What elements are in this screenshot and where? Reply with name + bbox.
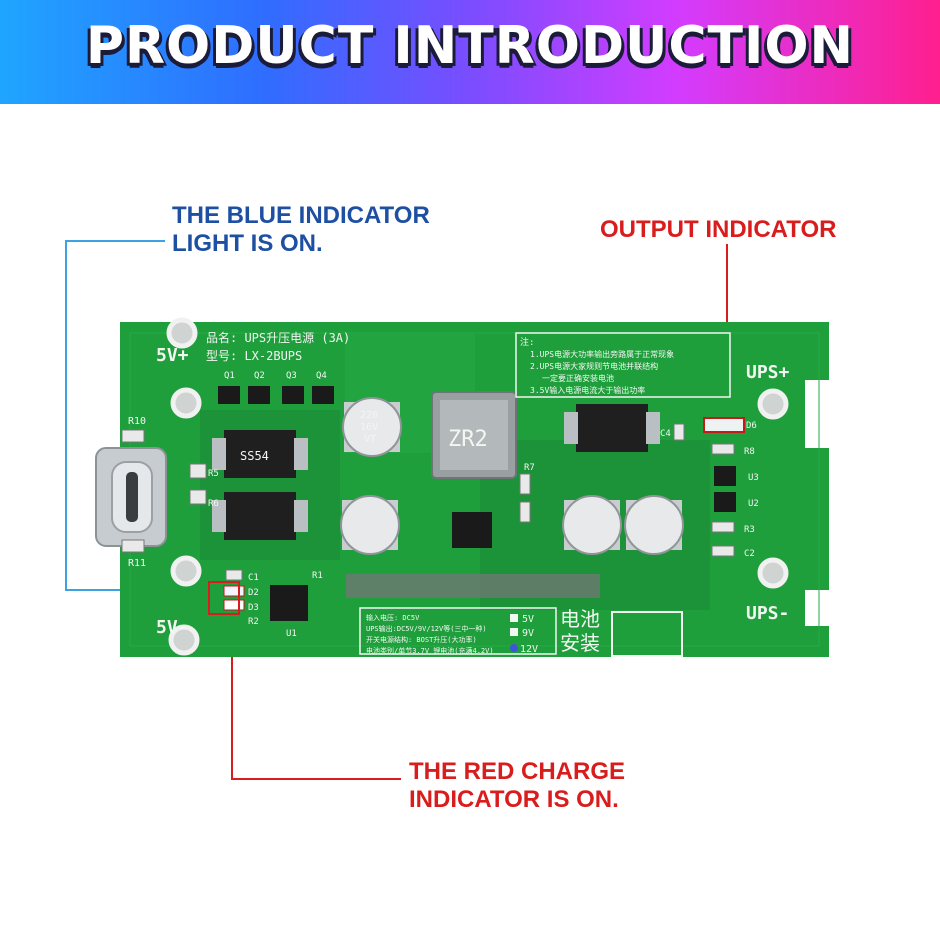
cap-voltage-line1: 220 — [360, 410, 378, 421]
red-charge-led — [223, 599, 245, 611]
ref-d3: D3 — [248, 603, 259, 613]
ref-c2: C2 — [744, 549, 755, 559]
board-model-line: 型号: LX-2BUPS — [206, 349, 302, 363]
blue-indicator-led — [223, 585, 245, 597]
note-line-3: 一定要正确安装电池 — [542, 373, 614, 383]
diode-group — [212, 404, 660, 540]
red-charge-indicator-callout: THE RED CHARGE INDICATOR IS ON. — [409, 758, 626, 813]
ref-q1: Q1 — [224, 371, 235, 381]
capacitor-group — [340, 397, 684, 555]
ref-r5: R5 — [208, 469, 219, 479]
pcb-board — [95, 317, 829, 657]
blue-indicator-callout: THE BLUE INDICATOR LIGHT IS ON. — [172, 202, 430, 257]
note-line-2: 2.UPS电源大家规则节电池并联结构 — [530, 361, 658, 371]
cap-voltage-line3: VT — [364, 434, 376, 445]
ref-q3: Q3 — [286, 371, 297, 381]
ref-d2: D2 — [248, 588, 259, 598]
ref-u3: U3 — [748, 473, 759, 483]
cap-voltage-line2: 16V — [360, 422, 378, 433]
ups-minus-label: UPS- — [746, 603, 789, 624]
red-leader-line — [231, 605, 401, 780]
ref-r3: R3 — [744, 525, 755, 535]
pin-5v-minus: 5V- — [156, 617, 189, 638]
banner-title: PRODUCT INTRODUCTION — [85, 16, 855, 76]
ref-r7: R7 — [524, 463, 535, 473]
option-5v: 5V — [522, 614, 534, 625]
spec-line-2: UPS输出:DC5V/9V/12V等(三中一种) — [366, 624, 487, 633]
battery-label-1: 电池 — [560, 607, 600, 631]
note-line-4: 3.5V输入电源电流大于输出功率 — [530, 385, 645, 395]
ref-r10: R10 — [128, 416, 146, 427]
title-banner: PRODUCT INTRODUCTION — [0, 0, 940, 104]
option-12v: 12V — [520, 644, 538, 655]
ref-r8: R8 — [744, 447, 755, 457]
note-title: 注: — [520, 336, 534, 348]
spec-line-4: 电池类别/单节3.7V 锂电池(充满4.2V) — [366, 646, 494, 655]
ref-r6: R6 — [208, 499, 219, 509]
spec-line-1: 输入电压: DC5V — [366, 613, 420, 622]
option-9v: 9V — [522, 628, 534, 639]
ref-c4: C4 — [660, 429, 671, 439]
diode-marking: SS54 — [240, 449, 269, 463]
pcb-silkscreen: 品名: UPS升压电源 (3A) 型号: LX-2BUPS 5V+ 5V- UP… — [128, 330, 790, 655]
ref-q4: Q4 — [316, 371, 327, 381]
output-indicator-callout: OUTPUT INDICATOR — [600, 216, 837, 243]
note-line-1: 1.UPS电源大功率输出旁路属于正常现象 — [530, 349, 674, 359]
ref-r11: R11 — [128, 558, 146, 569]
board-name-line: 品名: UPS升压电源 (3A) — [206, 330, 350, 345]
battery-label-2: 安装 — [560, 631, 600, 655]
inductor-marking: ZR2 — [448, 427, 488, 452]
ref-u2: U2 — [748, 499, 759, 509]
spec-line-3: 开关电源结构: BOST升压(大功率) — [366, 635, 477, 644]
ref-q2: Q2 — [254, 371, 265, 381]
ref-r2: R2 — [248, 617, 259, 627]
ref-u1: U1 — [286, 629, 297, 639]
ups-plus-label: UPS+ — [746, 362, 790, 383]
ref-c1: C1 — [248, 573, 259, 583]
ref-d6: D6 — [746, 421, 757, 431]
pin-5v-plus: 5V+ — [156, 345, 189, 366]
ref-r1: R1 — [312, 571, 323, 581]
output-led — [703, 417, 745, 433]
